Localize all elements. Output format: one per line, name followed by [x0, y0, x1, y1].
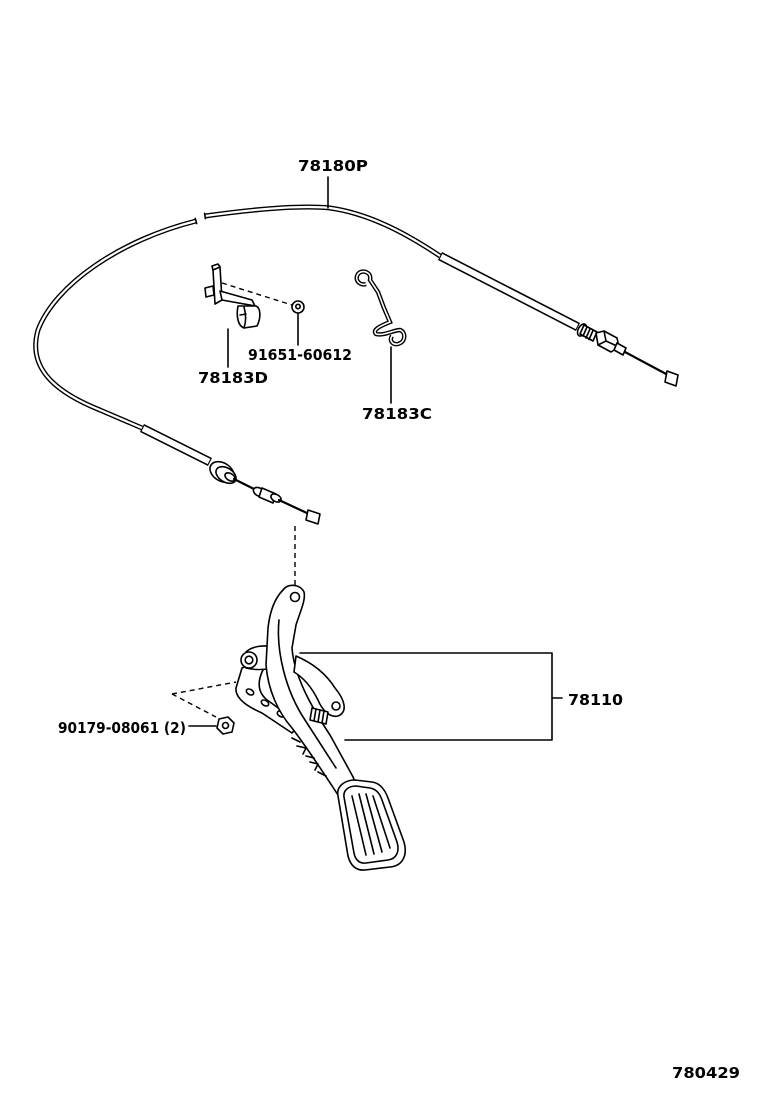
cable-left-inner-wire-a [232, 477, 258, 492]
pedal-arm [265, 584, 356, 796]
cable-right-end-cap [664, 370, 679, 387]
pedal-right-bracket-hole [331, 701, 341, 711]
cable-right-hex-nut-edges [597, 330, 620, 348]
cable-left-break-end [194, 217, 198, 225]
pedal-bracket-hole-a [245, 688, 255, 696]
bracket-clip [236, 305, 261, 329]
cable-left-end-cap [305, 509, 321, 525]
pedal-part-label: 78110 [568, 691, 623, 709]
clip-part-label: 78183C [362, 405, 432, 423]
clip-wire-outline [354, 269, 407, 347]
pedal-pivot-boss [240, 651, 258, 669]
cable-clip [354, 269, 407, 347]
pedal-pad-grooves [351, 793, 391, 856]
bracket-nut-inner [294, 303, 301, 310]
cable-right-thread-marks [582, 326, 594, 341]
pedal-leader-bracket [299, 652, 563, 741]
cable-left-inner-wire-b [277, 498, 311, 516]
pedal-nut-hex [216, 716, 235, 735]
bracket-vertical-flange [212, 266, 223, 305]
pedal-pad [336, 779, 406, 871]
bracket-side-arm [204, 285, 215, 298]
pedal-stopper-bolt-threads [313, 708, 325, 724]
accelerator-pedal [235, 584, 406, 871]
cable-right-run-core [203, 205, 442, 258]
pedal-arm-emboss-marks [291, 737, 327, 777]
pedal-right-bracket [293, 655, 345, 718]
bracket-part-label: 78183D [198, 369, 268, 387]
cable-right-run-outline [204, 204, 442, 259]
clip-wire-core [355, 270, 406, 345]
cable-left-run-core [34, 219, 198, 430]
pedal-pad-face [343, 785, 399, 864]
pedal-bracket-hole-b [260, 699, 270, 707]
bracket-clip-fold [239, 306, 247, 329]
nut-part-label: 91651-60612 [248, 346, 352, 364]
cable-bracket [204, 263, 261, 329]
bracket-nut [291, 300, 305, 314]
accelerator-cable: 78180P [33, 157, 679, 525]
bracket-to-nut-dashed-line [221, 282, 293, 306]
cable-left-sheath-core [141, 425, 211, 465]
pedal-nut-part-label: 90179-08061 (2) [58, 719, 186, 737]
figure-code: 780429 [672, 1064, 740, 1082]
cable-right-nut-collar [613, 342, 627, 356]
pedal-mounting-nut [216, 716, 235, 735]
bracket-nut-outer [291, 300, 305, 314]
cable-right-sheath-core [439, 253, 579, 330]
bracket-top-tab [211, 263, 221, 271]
pedal-arm-cable-hole [289, 591, 301, 603]
cable-right-inner-wire [623, 350, 670, 377]
cable-right-break-end [203, 212, 207, 220]
cable-part-label: 78180P [298, 157, 368, 175]
pedal-arm-rib [277, 619, 337, 769]
pedal-pivot-hole [244, 655, 254, 665]
pedal-nut-hole [221, 721, 230, 730]
pedal-nut-dashed-lines [171, 681, 237, 718]
bracket-main-plate [219, 290, 256, 307]
